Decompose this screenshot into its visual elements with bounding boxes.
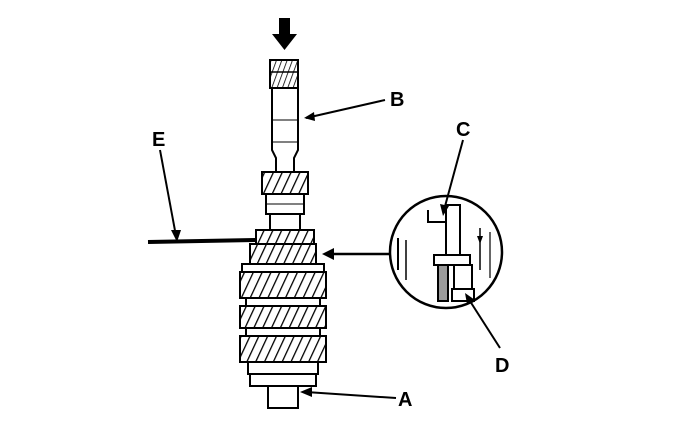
base-tool: [249, 373, 317, 409]
callout-label-c: C: [456, 119, 470, 141]
gear-stack: [239, 229, 327, 375]
press-direction-arrow-icon: [272, 18, 297, 50]
mainshaft: [261, 59, 309, 231]
callout-label-d: D: [495, 355, 509, 377]
callout-label-b: B: [390, 89, 404, 111]
callout-label-a: A: [398, 389, 412, 411]
leader-lines: [147, 99, 501, 399]
callout-label-e: E: [152, 129, 165, 151]
detail-magnifier: [388, 194, 504, 310]
